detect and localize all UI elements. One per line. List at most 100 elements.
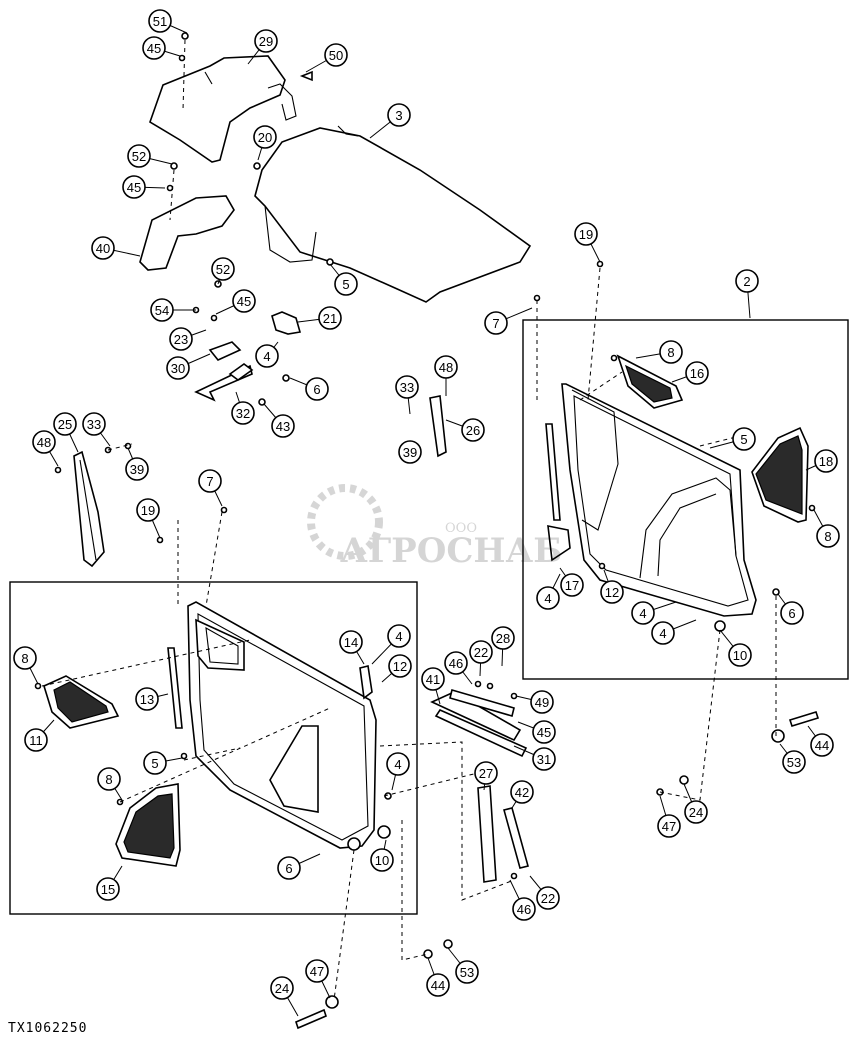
callout-circle xyxy=(135,687,159,711)
callout-label: 4 xyxy=(639,606,646,621)
strip-17 xyxy=(545,423,571,562)
callout-circle xyxy=(659,340,683,364)
seal-strip-25 xyxy=(73,450,105,568)
callout-label: 49 xyxy=(535,695,549,710)
callout-label: 3 xyxy=(395,108,402,123)
callout-6: 6 xyxy=(277,856,301,880)
callout-17: 17 xyxy=(560,573,584,597)
callout-7: 7 xyxy=(198,469,222,493)
callout-39: 39 xyxy=(125,457,149,481)
callout-circle xyxy=(271,414,295,438)
callout-label: 5 xyxy=(151,756,158,771)
callout-7: 7 xyxy=(484,311,508,335)
gas-strut-27 xyxy=(477,785,497,883)
callout-label: 39 xyxy=(130,462,144,477)
callout-4: 4 xyxy=(387,624,411,648)
callout-label: 46 xyxy=(449,656,463,671)
callout-circle xyxy=(512,897,536,921)
callout-label: 24 xyxy=(275,981,289,996)
callout-label: 28 xyxy=(496,631,510,646)
callout-52: 52 xyxy=(211,257,235,281)
callout-circle xyxy=(782,750,806,774)
callout-circle xyxy=(735,269,759,293)
callout-circle xyxy=(474,761,498,785)
callout-label: 51 xyxy=(153,14,167,29)
callout-label: 24 xyxy=(689,805,703,820)
callout-label: 6 xyxy=(313,382,320,397)
callout-label: 32 xyxy=(236,406,250,421)
callout-4: 4 xyxy=(651,621,675,645)
callout-label: 11 xyxy=(29,733,43,748)
callout-circle xyxy=(305,959,329,983)
left-door-assembly-frame xyxy=(9,581,418,915)
callout-12: 12 xyxy=(388,654,412,678)
callout-26: 26 xyxy=(461,418,485,442)
callout-10: 10 xyxy=(370,848,394,872)
upper-bracket-29 xyxy=(149,55,297,163)
callout-label: 44 xyxy=(815,738,829,753)
callout-circle xyxy=(370,848,394,872)
window-screen-16 xyxy=(616,354,684,409)
callout-circle xyxy=(277,856,301,880)
callout-circle xyxy=(469,640,493,664)
callout-48: 48 xyxy=(434,355,458,379)
callout-circle xyxy=(461,418,485,442)
callout-circle xyxy=(434,355,458,379)
callout-circle xyxy=(24,728,48,752)
callout-8: 8 xyxy=(13,646,37,670)
callout-54: 54 xyxy=(150,298,174,322)
callout-circle xyxy=(324,43,348,67)
callout-circle xyxy=(270,976,294,1000)
callout-label: 45 xyxy=(147,41,161,56)
callout-circle xyxy=(97,767,121,791)
callout-circle xyxy=(780,601,804,625)
callout-16: 16 xyxy=(685,361,709,385)
right-door-panel xyxy=(561,383,757,617)
callout-circle xyxy=(254,29,278,53)
callout-label: 14 xyxy=(344,635,358,650)
callout-circle xyxy=(318,306,342,330)
callout-circle xyxy=(232,289,256,313)
callout-label: 47 xyxy=(310,964,324,979)
callout-label: 8 xyxy=(667,345,674,360)
callout-circle xyxy=(685,361,709,385)
callout-circle xyxy=(32,430,56,454)
callout-circle xyxy=(169,327,193,351)
callout-label: 42 xyxy=(515,785,529,800)
callout-27: 27 xyxy=(474,761,498,785)
callout-circle xyxy=(96,877,120,901)
callout-25: 25 xyxy=(53,412,77,436)
callout-label: 25 xyxy=(58,417,72,432)
callout-label: 19 xyxy=(141,503,155,518)
latch-parts-30-32 xyxy=(194,341,254,402)
callout-circle xyxy=(334,272,358,296)
callout-circle xyxy=(684,800,708,824)
callout-label: 29 xyxy=(259,34,273,49)
callout-label: 10 xyxy=(375,853,389,868)
callout-circle xyxy=(211,257,235,281)
gas-strut-42 xyxy=(503,807,529,869)
callout-label: 33 xyxy=(87,417,101,432)
callout-circle xyxy=(651,621,675,645)
callout-15: 15 xyxy=(96,877,120,901)
callout-label: 48 xyxy=(439,360,453,375)
watermark-prefix: ООО xyxy=(445,521,477,536)
callout-30: 30 xyxy=(166,356,190,380)
callout-8: 8 xyxy=(659,340,683,364)
callout-circle xyxy=(491,626,515,650)
callout-label: 33 xyxy=(400,380,414,395)
callout-46: 46 xyxy=(512,897,536,921)
callout-22: 22 xyxy=(469,640,493,664)
callout-label: 4 xyxy=(395,629,402,644)
callout-32: 32 xyxy=(231,401,255,425)
callout-circle xyxy=(530,690,554,714)
callout-circle xyxy=(395,375,419,399)
callout-circle xyxy=(732,427,756,451)
callout-circle xyxy=(532,720,556,744)
callout-5: 5 xyxy=(732,427,756,451)
callout-5: 5 xyxy=(143,751,167,775)
callout-52: 52 xyxy=(127,144,151,168)
callout-circle xyxy=(421,667,445,691)
callout-label: 7 xyxy=(206,474,213,489)
strip-13 xyxy=(167,647,183,729)
